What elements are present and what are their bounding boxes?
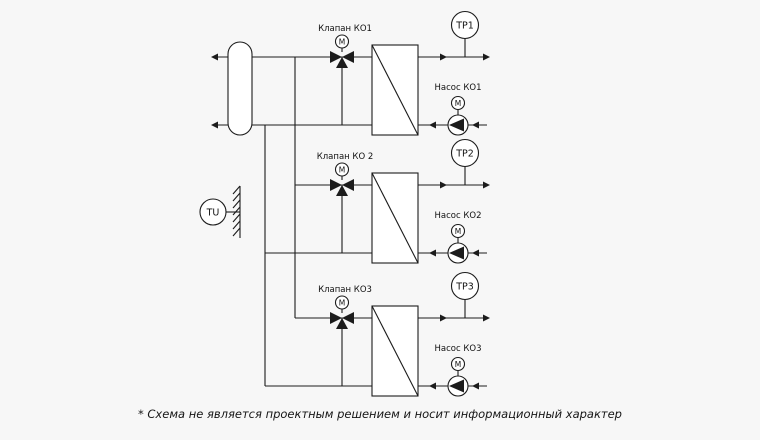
heat-exchanger-diagonal (371, 305, 419, 397)
flow-arrow-right-icon (440, 314, 447, 322)
pump-motor-label: М (455, 227, 461, 236)
valve-motor-label: М (339, 37, 345, 46)
valve-label: Клапан КО3 (318, 285, 372, 295)
buffer-tank (227, 41, 253, 136)
valve-motor-icon (334, 162, 350, 177)
heat-exchanger-diagonal (371, 172, 419, 264)
flow-arrow-right-icon (483, 314, 490, 322)
pump-impeller-icon (449, 379, 464, 393)
temperature-sensor-label: ТР3 (455, 282, 474, 293)
valve-motor-icon (334, 295, 350, 310)
valve-label: Клапан КО1 (318, 24, 372, 34)
valve-motor-label: М (339, 165, 345, 174)
flow-arrow-right-icon (440, 53, 447, 61)
pump-impeller-icon (449, 246, 464, 260)
valve-label: Клапан КО 2 (317, 152, 374, 162)
valve-motor-icon (334, 34, 350, 49)
heat-source-symbol (199, 198, 227, 226)
flow-arrow-left-icon (429, 121, 436, 129)
heat-source-label: TU (206, 208, 220, 219)
temperature-sensor-label: ТР2 (455, 149, 474, 160)
three-way-valve-icon (330, 312, 354, 329)
three-way-valve-icon (330, 179, 354, 196)
pump-label: Насос КО2 (435, 211, 482, 221)
flow-arrow-left-icon (472, 249, 479, 257)
valve-motor-label: М (339, 298, 345, 307)
temperature-sensor (450, 10, 480, 40)
three-way-valve-icon (330, 51, 354, 68)
circuit-2: Клапан КО 2 М ТР2 Насос КО2 М (317, 138, 490, 264)
disclaimer-footnote: * Схема не является проектным решением и… (138, 407, 622, 421)
flow-arrow-left-icon (211, 121, 218, 129)
temperature-sensor (450, 138, 480, 168)
flow-arrow-left-icon (429, 382, 436, 390)
flow-arrow-left-icon (211, 53, 218, 61)
flow-arrow-left-icon (429, 249, 436, 257)
heat-exchanger-diagonal (371, 44, 419, 136)
pump-impeller-icon (449, 118, 464, 132)
flow-arrow-right-icon (483, 181, 490, 189)
flow-arrow-left-icon (472, 382, 479, 390)
pump-label: Насос КО3 (435, 344, 482, 354)
temperature-sensor-label: ТР1 (455, 21, 474, 32)
circuit-3: Клапан КО3 М ТР3 Насос КО3 М (318, 271, 490, 397)
wall-hatching (232, 185, 241, 237)
temperature-sensor (450, 271, 480, 301)
pump-motor-label: М (455, 360, 461, 369)
pump-motor-label: М (455, 99, 461, 108)
flow-arrow-left-icon (472, 121, 479, 129)
circuit-1: Клапан КО1 М ТР1 Насос КО1 М (318, 10, 490, 136)
flow-arrow-right-icon (440, 181, 447, 189)
flow-arrow-right-icon (483, 53, 490, 61)
pump-label: Насос КО1 (435, 83, 482, 93)
